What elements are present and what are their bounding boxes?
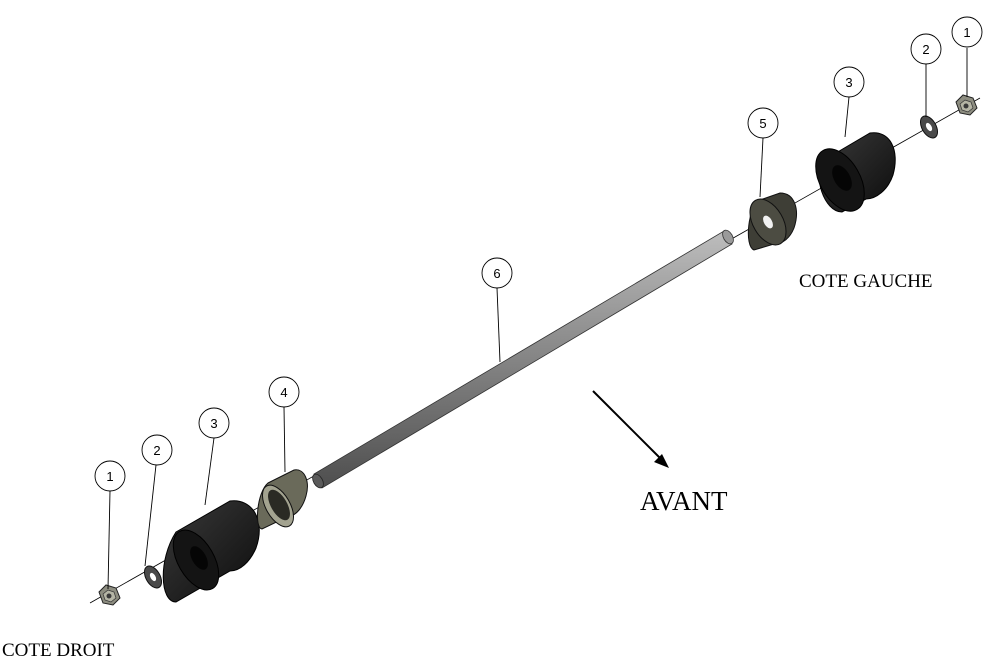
front-label: AVANT — [640, 486, 728, 516]
svg-text:6: 6 — [493, 266, 500, 281]
ring-part — [256, 469, 308, 530]
svg-text:5: 5 — [759, 116, 766, 131]
balloon-3-right: 3 — [198, 407, 230, 439]
balloon-2-left: 2 — [910, 33, 942, 65]
left-side-label: COTE GAUCHE — [799, 271, 933, 292]
balloon-4: 4 — [268, 376, 300, 408]
balloon-6: 6 — [481, 257, 513, 289]
balloon-3-left: 3 — [833, 66, 865, 98]
nut-left — [955, 94, 978, 116]
leader-lines — [107, 48, 968, 590]
balloon-5: 5 — [747, 107, 779, 139]
nut-right — [98, 584, 121, 606]
balloon-1-left: 1 — [951, 16, 983, 48]
svg-text:2: 2 — [153, 443, 160, 458]
svg-text:4: 4 — [280, 385, 287, 400]
balloon-2-right: 2 — [141, 434, 173, 466]
svg-text:1: 1 — [106, 469, 113, 484]
roller-right — [162, 500, 260, 603]
svg-text:3: 3 — [845, 75, 852, 90]
washer-right — [143, 565, 163, 589]
svg-text:2: 2 — [922, 42, 929, 57]
washer-left — [919, 115, 939, 139]
svg-text:3: 3 — [210, 416, 217, 431]
svg-text:1: 1 — [963, 25, 970, 40]
axle-part — [312, 229, 734, 489]
roller-left — [815, 132, 896, 213]
spacer-part — [747, 192, 797, 251]
right-side-label: COTE DROIT — [2, 640, 115, 661]
front-direction-arrow — [592, 390, 669, 468]
balloon-1-right: 1 — [94, 460, 126, 492]
